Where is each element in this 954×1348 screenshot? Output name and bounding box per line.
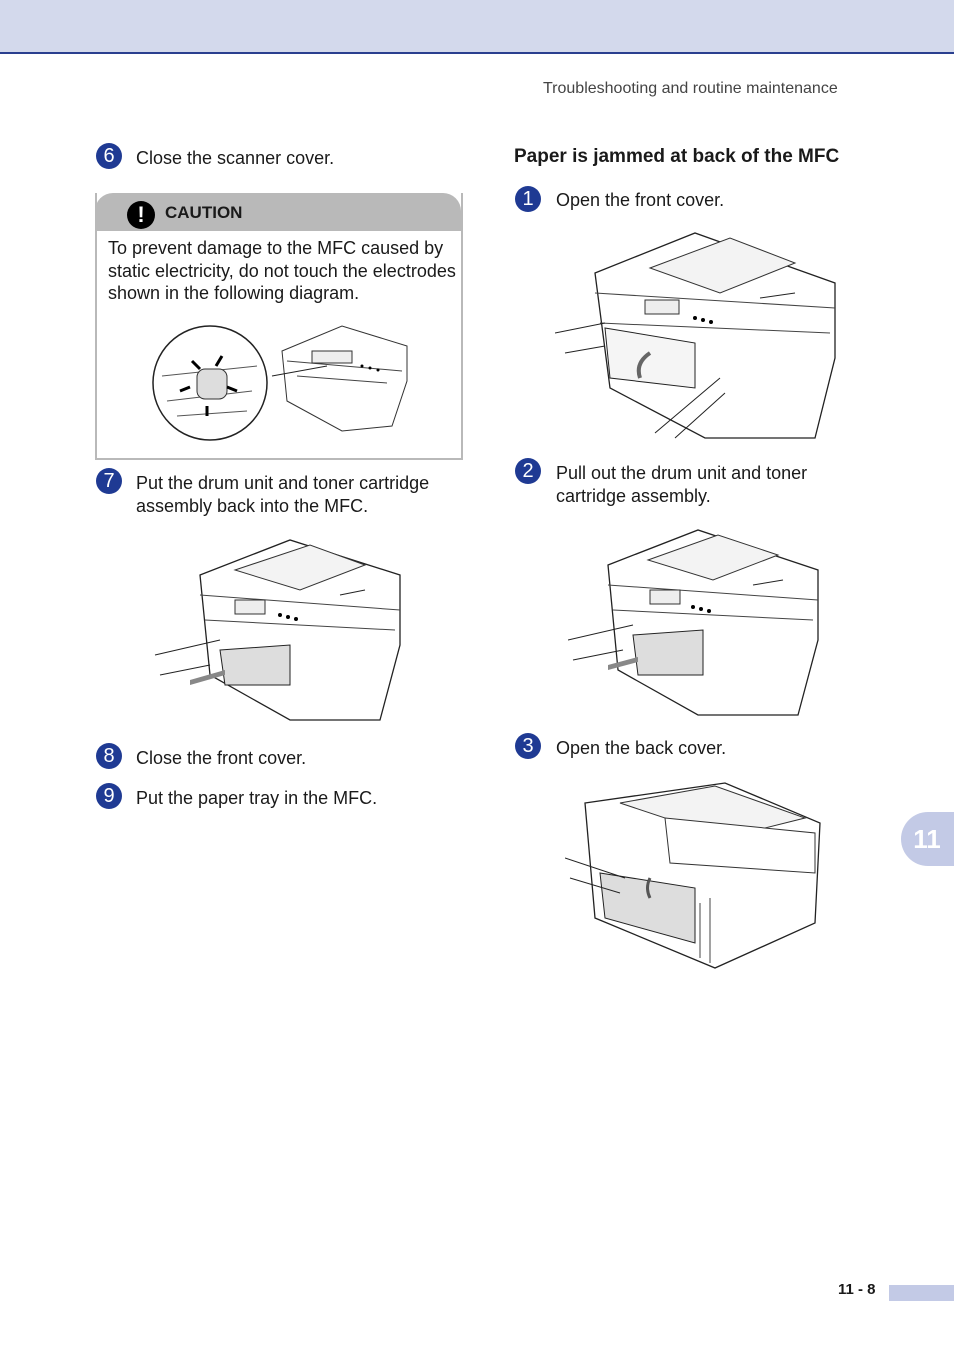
- chapter-tab: 11: [901, 812, 954, 866]
- caution-title: CAUTION: [165, 203, 243, 222]
- step-1-text: Open the front cover.: [556, 190, 725, 210]
- step-number-2: 2: [515, 458, 541, 484]
- step-number-7: 7: [96, 468, 122, 494]
- page-number-bar: [889, 1285, 954, 1301]
- caution-box: ! CAUTION To prevent damage to the MFC c…: [95, 193, 463, 460]
- pull-out-drum-unit-illustration: [568, 525, 828, 720]
- step-2-text: Pull out the drum unit and toner cartrid…: [556, 463, 808, 506]
- step-9-text: Put the paper tray in the MFC.: [136, 788, 378, 808]
- step-6-text: Close the scanner cover.: [136, 148, 335, 168]
- step-3-text: Open the back cover.: [556, 738, 727, 758]
- step-8-text: Close the front cover.: [136, 748, 307, 768]
- step-number-6: 6: [96, 143, 122, 169]
- electrode-diagram-illustration: [152, 321, 412, 441]
- section-heading: Paper is jammed at back of the MFC: [514, 146, 840, 167]
- insert-drum-unit-illustration: [150, 535, 410, 725]
- step-number-9: 9: [96, 783, 122, 809]
- step-7-text: Put the drum unit and toner cartridge as…: [136, 473, 430, 516]
- exclamation-icon: !: [127, 201, 155, 229]
- step-number-1: 1: [515, 186, 541, 212]
- page-number: 11 - 8: [838, 1281, 876, 1298]
- open-front-cover-illustration: [555, 228, 840, 443]
- step-number-8: 8: [96, 743, 122, 769]
- top-header-band: [0, 0, 954, 54]
- caution-text: To prevent damage to the MFC caused by s…: [108, 238, 456, 303]
- caution-header: ! CAUTION: [95, 193, 461, 231]
- step-number-3: 3: [515, 733, 541, 759]
- open-back-cover-illustration: [565, 778, 830, 973]
- running-header: Troubleshooting and routine maintenance: [543, 80, 838, 97]
